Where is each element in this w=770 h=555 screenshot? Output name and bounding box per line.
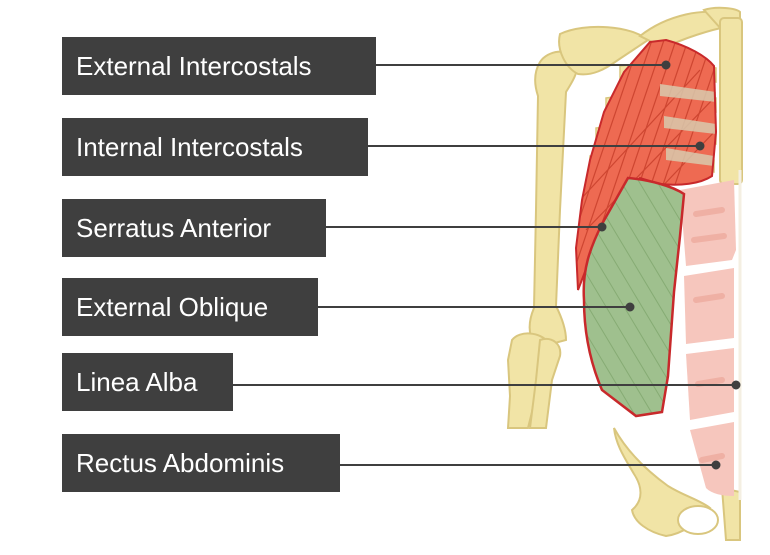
label-serratus-anterior: Serratus Anterior <box>62 199 326 257</box>
label-external-intercostals: External Intercostals <box>62 37 376 95</box>
forearm-bones <box>506 332 562 429</box>
label-linea-alba: Linea Alba <box>62 353 233 411</box>
rectus-abdominis-muscle <box>680 180 736 496</box>
leader-dot-external-oblique <box>625 302 635 312</box>
humerus-bone <box>528 50 578 350</box>
label-internal-intercostals: Internal Intercostals <box>62 118 368 176</box>
intercostal-serratus-muscles <box>574 38 718 291</box>
leader-dot-linea-alba <box>731 380 741 390</box>
leader-dot-external-intercostals <box>661 60 671 70</box>
leader-lines <box>233 60 741 470</box>
external-oblique-muscle <box>582 176 686 418</box>
label-rectus-abdominis: Rectus Abdominis <box>62 434 340 492</box>
leader-dot-internal-intercostals <box>695 141 705 151</box>
leader-dot-serratus-anterior <box>597 222 607 232</box>
leader-dot-rectus-abdominis <box>711 460 721 470</box>
label-external-oblique: External Oblique <box>62 278 318 336</box>
sternum <box>719 17 743 185</box>
